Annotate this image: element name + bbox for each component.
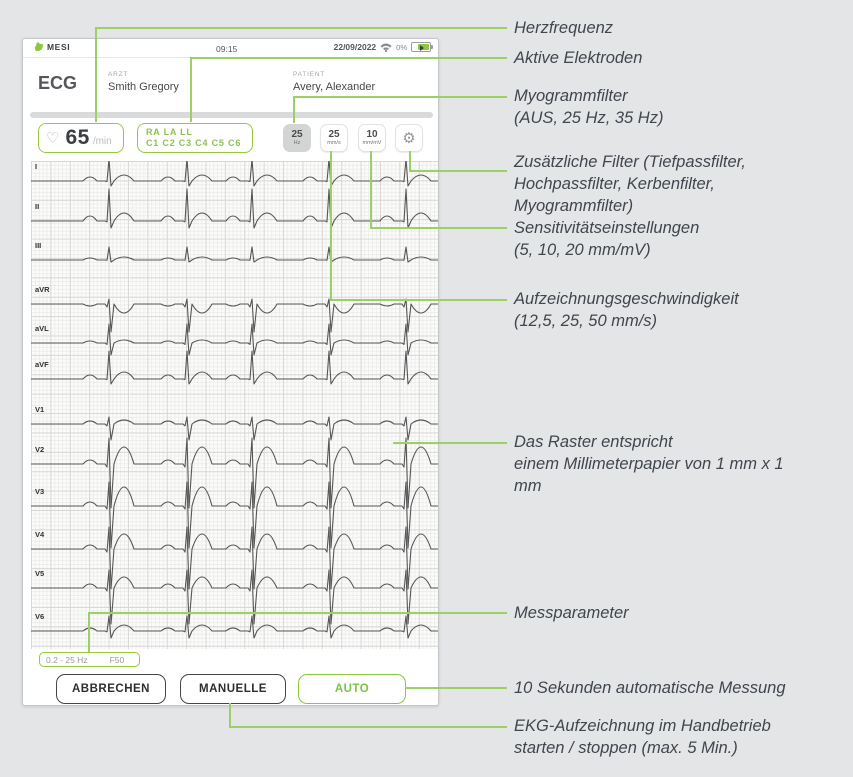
ecg-lead-label-V5: V5: [35, 569, 44, 578]
battery-icon: [411, 42, 433, 52]
heart-rate-value: 65: [65, 126, 90, 149]
manual-button[interactable]: MANUELLE: [180, 674, 286, 704]
callout-line-electrodes: [190, 57, 192, 122]
measurement-parameters: 0.2 - 25 Hz F50: [39, 652, 140, 667]
status-right-group: 22/09/2022 0%: [333, 42, 433, 52]
ecg-trace-V3: [31, 481, 438, 549]
annotation-sensitivity: Sensitivitätseinstellungen(5, 10, 20 mm/…: [514, 219, 700, 259]
doctor-name: Smith Gregory: [108, 81, 179, 93]
battery-charging-icon: [420, 45, 424, 51]
patient-label: PATIENT: [293, 71, 326, 78]
ecg-lead-label-aVF: aVF: [35, 360, 49, 369]
callout-line-heart-rate: [96, 27, 507, 29]
ecg-trace-V6: [31, 615, 438, 639]
battery-percent: 0%: [396, 42, 407, 52]
cancel-button[interactable]: ABBRECHEN: [56, 674, 166, 704]
ecg-lead-label-V4: V4: [35, 530, 45, 539]
notch-filter: F50: [109, 654, 125, 665]
ecg-lead-label-II: II: [35, 202, 39, 211]
limb-electrodes: RA LA LL: [146, 127, 193, 137]
active-electrodes-display: RA LA LL C1 C2 C3 C4 C5 C6: [137, 123, 253, 153]
mesi-logo-icon: [35, 42, 43, 51]
app-header: ECG ARZT Smith Gregory PATIENT Avery, Al…: [23, 58, 438, 112]
status-date: 22/09/2022: [333, 42, 377, 52]
callout-line-speed: [330, 299, 507, 301]
page-title: ECG: [38, 73, 78, 93]
patient-field: PATIENT Avery, Alexander: [293, 71, 375, 93]
patient-name: Avery, Alexander: [293, 81, 376, 93]
callout-line-sensitivity: [370, 151, 372, 229]
doctor-field: ARZT Smith Gregory: [108, 71, 179, 93]
heart-icon: ♡: [46, 129, 60, 147]
ecg-trace-III: [31, 246, 438, 263]
wifi-icon: [380, 43, 392, 52]
callout-line-additional-filters: [409, 151, 411, 172]
ecg-lead-label-V2: V2: [35, 445, 44, 454]
annotation-myogram-filter: Myogrammfilter(AUS, 25 Hz, 35 Hz): [514, 87, 664, 127]
doctor-label: ARZT: [108, 71, 129, 78]
sensitivity-unit: mm/mV: [362, 140, 382, 146]
annotation-speed: Aufzeichnungsgeschwindigkeit(12,5, 25, 5…: [514, 290, 739, 330]
ecg-trace-aVF: [31, 350, 438, 385]
ecg-lead-label-V3: V3: [35, 487, 44, 496]
ecg-trace-aVL: [31, 323, 438, 356]
annotation-heart-rate: Herzfrequenz: [514, 19, 614, 37]
myogram-filter-button[interactable]: 25 Hz: [283, 124, 311, 152]
ecg-trace-V4: [31, 526, 438, 590]
ecg-lead-label-aVL: aVL: [35, 324, 49, 333]
callout-line-electrodes: [191, 57, 507, 59]
callout-line-parameters: [88, 612, 90, 652]
ecg-lead-label-V6: V6: [35, 612, 44, 621]
sensitivity-button[interactable]: 10 mm/mV: [358, 124, 386, 152]
ecg-lead-label-aVR: aVR: [35, 285, 50, 294]
status-bar: MESI 09:15 22/09/2022 0%: [23, 39, 438, 58]
callout-line-myogram-filter: [293, 96, 295, 123]
ecg-trace-I: [31, 161, 438, 187]
ecg-trace-V1: [31, 416, 438, 441]
annotation-auto: 10 Sekunden automatische Messung: [514, 679, 786, 697]
myogram-filter-value: 25: [291, 129, 303, 140]
recording-speed-button[interactable]: 25 mm/s: [320, 124, 348, 152]
speed-value: 25: [328, 129, 340, 140]
heart-rate-display: ♡ 65 /min: [38, 123, 124, 153]
gear-icon: ⚙: [402, 129, 416, 147]
callout-line-speed: [330, 151, 332, 301]
brand-name: MESI: [47, 42, 71, 52]
ecg-device-screen: MESI 09:15 22/09/2022 0% ECG ARZT Smith …: [22, 38, 439, 706]
callout-line-sensitivity: [370, 227, 507, 229]
myogram-filter-unit: Hz: [293, 140, 301, 146]
frequency-range: 0.2 - 25 Hz: [46, 654, 88, 665]
callout-line-parameters: [88, 612, 507, 614]
callout-line-grid: [393, 442, 507, 444]
additional-filters-button[interactable]: ⚙: [395, 124, 423, 152]
speed-unit: mm/s: [327, 140, 341, 146]
brand: MESI: [34, 42, 70, 52]
ecg-lead-label-V1: V1: [35, 405, 44, 414]
ecg-lead-label-III: III: [35, 241, 41, 250]
ecg-trace-V5: [31, 569, 438, 625]
header-divider: [30, 112, 433, 118]
ecg-trace-V2: [31, 437, 438, 509]
callout-line-manual: [229, 726, 507, 728]
callout-line-additional-filters: [409, 170, 507, 172]
heart-rate-unit: /min: [92, 135, 112, 147]
chest-electrodes: C1 C2 C3 C4 C5 C6: [146, 138, 242, 148]
callout-line-auto: [405, 687, 507, 689]
ecg-trace-II: [31, 188, 438, 229]
callout-line-myogram-filter: [294, 96, 507, 98]
ecg-lead-label-I: I: [35, 162, 37, 171]
callout-line-heart-rate: [95, 27, 97, 122]
annotation-electrodes: Aktive Elektroden: [514, 49, 643, 67]
ecg-trace-aVR: [31, 298, 438, 333]
status-time: 09:15: [216, 44, 238, 54]
annotation-parameters: Messparameter: [514, 604, 629, 622]
annotation-additional-filters: Zusätzliche Filter (Tiefpassfilter,Hochp…: [514, 153, 746, 215]
auto-button[interactable]: AUTO: [298, 674, 406, 704]
callout-line-manual: [229, 703, 231, 728]
sensitivity-value: 10: [366, 129, 378, 140]
